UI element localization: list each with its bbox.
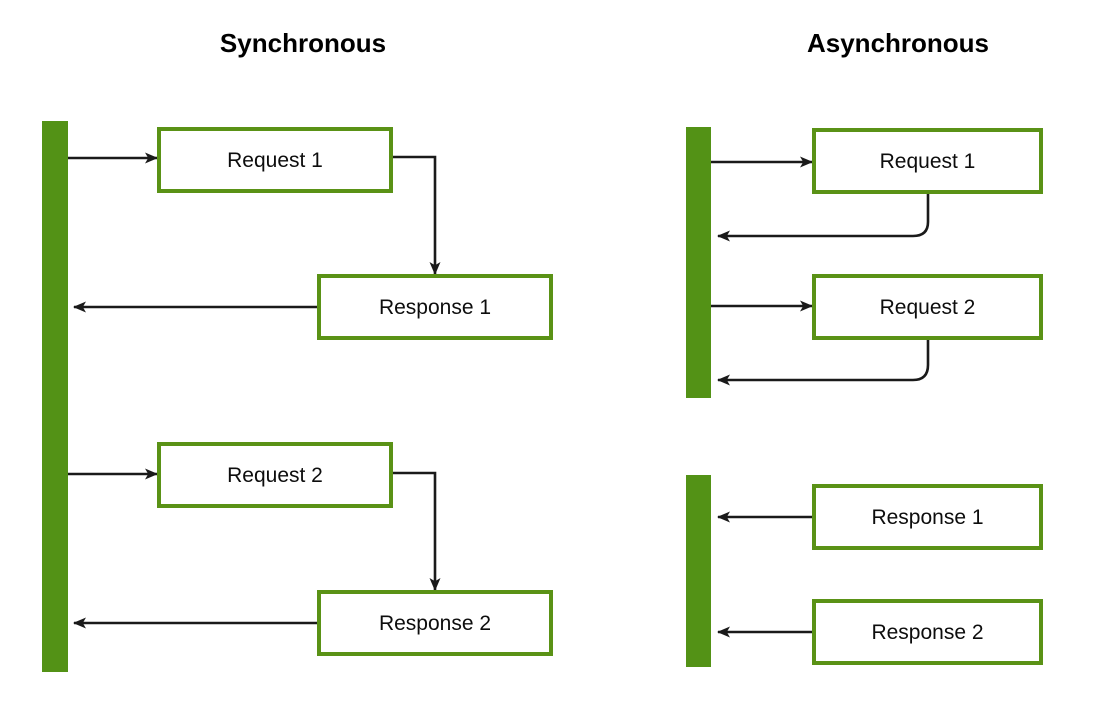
async-response-1-label: Response 1 xyxy=(871,505,984,529)
async-conn-request-1-to-lifeline xyxy=(717,194,930,242)
async-request-2-box[interactable]: Request 2 xyxy=(812,274,1043,340)
sync-response-1-label: Response 1 xyxy=(378,295,492,319)
column-title-asynchronous: Asynchronous xyxy=(806,28,990,58)
column-title-synchronous: Synchronous xyxy=(219,28,387,58)
sync-request-1-box[interactable]: Request 1 xyxy=(157,127,393,193)
async-request-1-box[interactable]: Request 1 xyxy=(812,128,1043,194)
sync-conn-request-1-to-response-1 xyxy=(393,155,441,275)
sync-response-2-box[interactable]: Response 2 xyxy=(317,590,553,656)
async-request-1-label: Request 1 xyxy=(879,149,976,173)
async-conn-request-2-to-lifeline xyxy=(717,340,930,386)
async-lifeline-responses xyxy=(686,475,711,667)
sync-request-2-box[interactable]: Request 2 xyxy=(157,442,393,508)
async-response-2-label: Response 2 xyxy=(871,620,984,644)
async-request-2-label: Request 2 xyxy=(879,295,976,319)
async-response-1-box[interactable]: Response 1 xyxy=(812,484,1043,550)
sync-lifeline xyxy=(42,121,68,672)
sync-response-2-label: Response 2 xyxy=(378,611,492,635)
async-lifeline-requests xyxy=(686,127,711,398)
sync-request-1-label: Request 1 xyxy=(227,148,323,172)
sync-response-1-box[interactable]: Response 1 xyxy=(317,274,553,340)
sync-conn-request-2-to-response-2 xyxy=(393,471,441,591)
async-response-2-box[interactable]: Response 2 xyxy=(812,599,1043,665)
sync-request-2-label: Request 2 xyxy=(227,463,323,487)
